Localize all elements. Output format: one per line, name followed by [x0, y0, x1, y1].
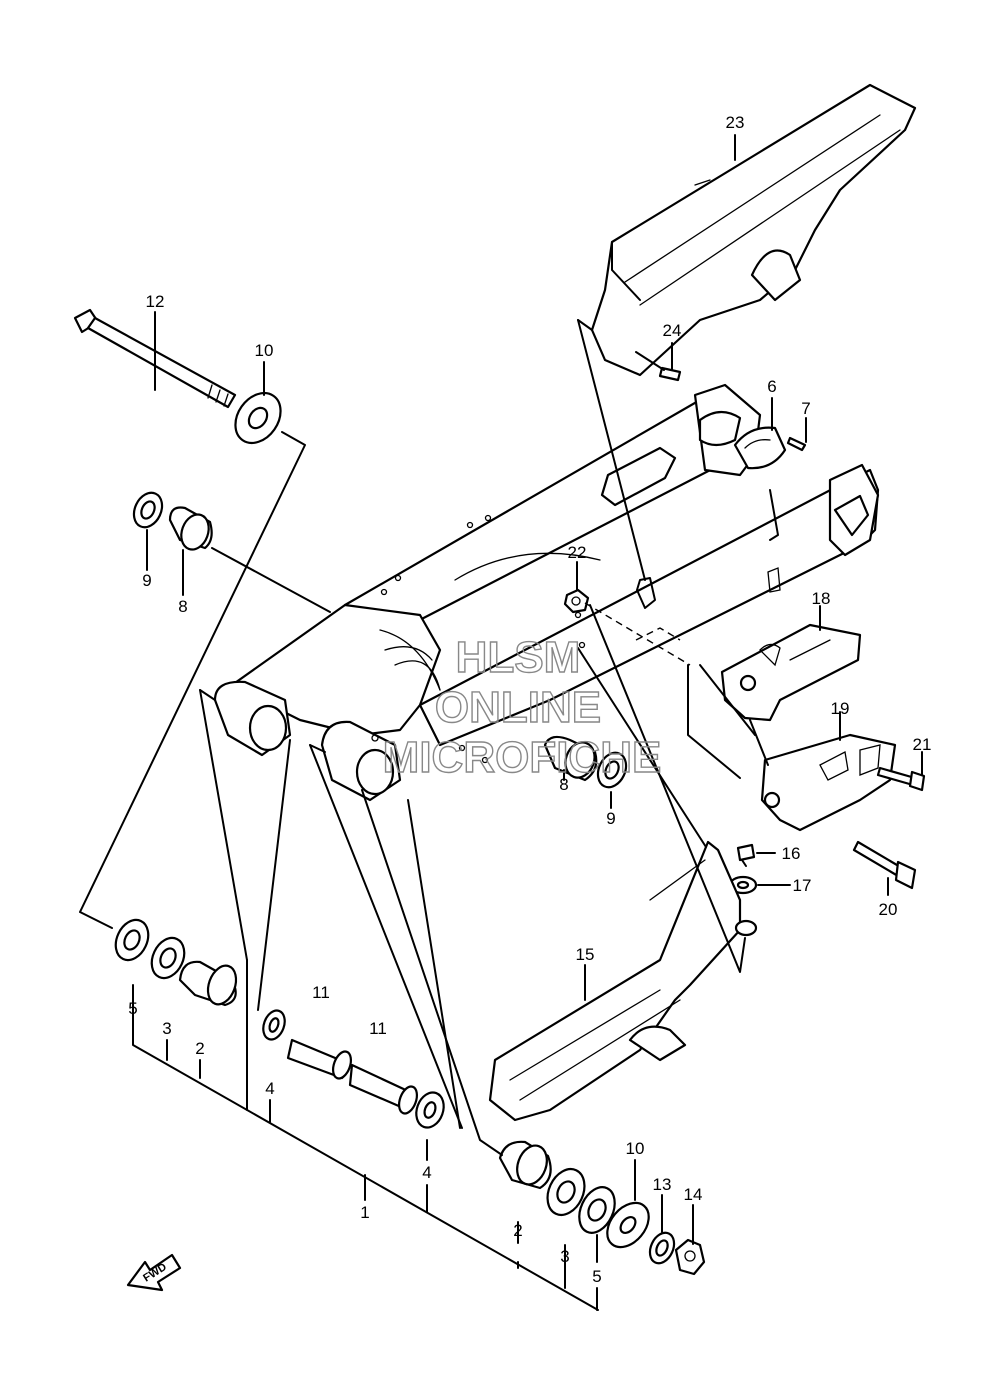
chain-case	[590, 83, 917, 377]
chain-guide-19	[760, 733, 897, 832]
callout-17: 17	[793, 876, 812, 895]
callout-10-top: 10	[255, 341, 274, 360]
callout-20: 20	[879, 900, 898, 919]
callout-11-a: 11	[312, 983, 330, 1002]
watermark-line1: HLSM	[456, 633, 581, 682]
seal-5-left	[114, 918, 150, 962]
bearing-8-left	[168, 506, 213, 551]
seal-9-left	[132, 491, 164, 529]
callout-8-mid: 8	[559, 775, 568, 794]
callout-14: 14	[684, 1185, 703, 1204]
spacer-4-left	[262, 1009, 286, 1041]
swingarm-body	[213, 383, 880, 802]
callout-9-mid: 9	[606, 809, 615, 828]
nut-14	[674, 1238, 706, 1276]
callout-5-right: 5	[592, 1267, 601, 1286]
callout-1: 1	[360, 1203, 369, 1222]
bearing-2-left	[178, 960, 238, 1007]
seal-9-mid	[596, 751, 628, 789]
pivot-bolt-12	[73, 308, 237, 409]
washer-3-left	[150, 936, 186, 980]
callout-4-left: 4	[265, 1079, 274, 1098]
callout-13: 13	[653, 1175, 672, 1194]
callout-6: 6	[767, 377, 776, 396]
washer-13	[648, 1231, 676, 1265]
callout-2-right: 2	[513, 1221, 522, 1240]
callout-21: 21	[913, 735, 932, 754]
bolt-7	[786, 436, 807, 452]
callout-11-b: 11	[369, 1019, 387, 1038]
screw-24	[635, 351, 682, 382]
callout-18: 18	[812, 589, 831, 608]
washer-10-top	[234, 391, 282, 445]
callout-8-left: 8	[178, 597, 187, 616]
screw-16	[736, 843, 756, 867]
callout-23: 23	[726, 113, 745, 132]
callout-12: 12	[146, 292, 165, 311]
callout-4-right: 4	[422, 1163, 431, 1182]
callout-2-left: 2	[195, 1039, 204, 1058]
callout-9-left: 9	[142, 571, 151, 590]
washer-10-bottom	[606, 1201, 650, 1249]
bearing-2-right	[498, 1140, 552, 1190]
nut-22	[563, 588, 590, 614]
callout-5-left: 5	[128, 999, 137, 1018]
callout-7: 7	[801, 399, 810, 418]
spacer-4-right	[415, 1091, 445, 1129]
washer-17	[728, 875, 758, 895]
callout-10-bottom: 10	[626, 1139, 645, 1158]
collar-11-a	[286, 1038, 353, 1080]
collar-11-b	[348, 1063, 419, 1115]
watermark: HLSM ONLINE MICROFICHE	[382, 632, 662, 782]
callout-24: 24	[663, 321, 682, 340]
callout-22: 22	[568, 543, 587, 562]
bearing-8-mid	[543, 735, 598, 782]
callout-15: 15	[576, 945, 595, 964]
callout-labels: 23 24 12 10 6 7 9 8 22 18 19 21 8 9 16 1…	[128, 113, 931, 1286]
watermark-line2: ONLINE	[435, 683, 601, 732]
leader-lines	[79, 134, 923, 1311]
bolt-20	[852, 840, 917, 890]
seal-5-right	[578, 1186, 616, 1234]
watermark-line3: MICROFICHE	[383, 733, 662, 782]
callout-3-left: 3	[162, 1019, 171, 1038]
callout-3-right: 3	[560, 1247, 569, 1266]
fwd-badge: FWD	[126, 1253, 182, 1292]
chain-buffer-15	[488, 840, 758, 1122]
callout-19: 19	[831, 699, 850, 718]
washer-3-right	[546, 1167, 586, 1217]
callout-16: 16	[782, 844, 801, 863]
bolt-21	[876, 766, 926, 792]
chain-adjuster-6	[733, 426, 787, 470]
